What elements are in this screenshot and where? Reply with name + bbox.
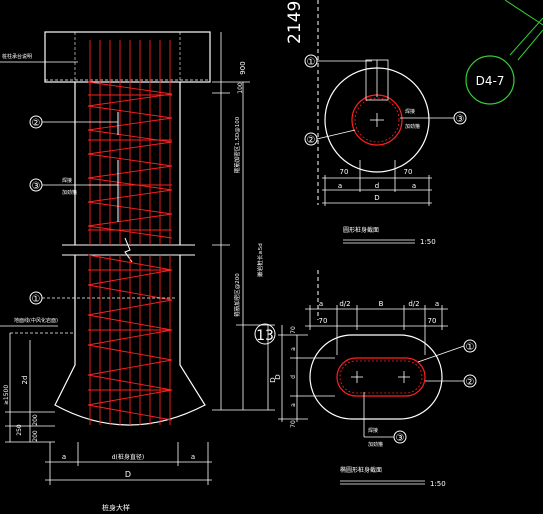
- green-line-2: [509, 17, 543, 56]
- oval-dim-70-right: 70: [428, 317, 437, 325]
- round-dim-70-right: 70: [404, 168, 413, 176]
- oval-left-d: d: [290, 375, 297, 379]
- round-dim-d: d: [375, 182, 379, 190]
- oval-section-outer: [309, 334, 443, 420]
- ground-note: 地面线(中风化岩面): [14, 317, 58, 324]
- round-callout-2-leader: [316, 129, 356, 140]
- round-dim-a-right: a: [412, 182, 416, 190]
- dim-pile-length: 嵌岩桩长≥5d: [256, 243, 264, 277]
- spiral-stirrup-lower: [87, 254, 173, 421]
- left-dim-main: ≥1500: [3, 385, 10, 405]
- oval-left-70: 70: [290, 326, 297, 334]
- round-title: 圆形桩身截面: [343, 226, 379, 234]
- label-3: ③: [32, 181, 41, 192]
- detail-tag-circle: [465, 55, 515, 105]
- bottom-D: D: [125, 470, 131, 479]
- oval-left-70b: 70: [290, 420, 297, 428]
- dim-100: 100: [237, 82, 244, 94]
- bottom-d: d(桩身直径): [112, 453, 145, 461]
- bottom-a-left: a: [62, 453, 66, 461]
- oval-callout-3: ③: [396, 433, 405, 444]
- oval-top-B: B: [379, 300, 384, 308]
- label-1: ①: [32, 294, 41, 305]
- axis-bubble: [254, 323, 276, 345]
- round-dim-a-left: a: [338, 182, 342, 190]
- left-dim-200: 200: [32, 414, 39, 426]
- spiral-stirrup-upper: [87, 81, 173, 239]
- oval-callout-1: ①: [466, 342, 475, 353]
- label-2: ②: [32, 118, 41, 129]
- break-symbol: [124, 237, 133, 263]
- round-dim-D: D: [374, 194, 379, 202]
- oval-callout-1-leader: [417, 345, 465, 363]
- green-line-1: [504, 0, 543, 26]
- oval-section-rebar: [339, 360, 423, 394]
- oval-left-a: a: [290, 347, 297, 351]
- green-line-3: [517, 29, 543, 61]
- round-callout-1: ①: [307, 57, 316, 68]
- oval-left-D: D: [274, 374, 282, 379]
- round-section-rebar: [354, 97, 400, 143]
- round-scale: 1:50: [420, 238, 436, 246]
- pile-shaft-lower-bell: [54, 255, 206, 426]
- round-note-a: 焊接: [405, 108, 415, 115]
- label-3-note-b: 加劲箍: [62, 189, 77, 196]
- sheet-number: 21491: [285, 0, 305, 44]
- oval-note-b: 加劲箍: [368, 441, 383, 448]
- dim-900: 900: [239, 61, 247, 74]
- oval-top-d2-right: d/2: [408, 300, 419, 308]
- dim-stirrup-bottom: 箍筋加密区@200: [233, 273, 241, 317]
- oval-scale: 1:50: [430, 480, 446, 488]
- round-note-b: 加劲箍: [405, 123, 420, 130]
- oval-callout-2: ②: [466, 377, 475, 388]
- dim-stirrup-top: 箍筋加密区1.5D@100: [233, 116, 241, 173]
- left-dim-200b: 200: [32, 430, 39, 442]
- left-dim-250: 250: [16, 424, 23, 436]
- axis-number: 13: [256, 328, 274, 344]
- rebar-group: [87, 40, 173, 425]
- pile-cap: [44, 31, 211, 83]
- oval-title: 椭圆形桩身截面: [340, 466, 382, 474]
- label-3-note-a: 焊接: [62, 177, 72, 184]
- left-dim-2d: 2d: [21, 376, 29, 385]
- round-callout-3: ③: [456, 114, 465, 125]
- elevation-title: 桩身大样: [102, 503, 130, 512]
- cap-note: 桩柱承台说明: [2, 53, 32, 60]
- oval-left-a2: a: [290, 403, 297, 407]
- oval-top-d2-left: d/2: [339, 300, 350, 308]
- pile-shaft-upper: [74, 82, 181, 245]
- bottom-a-right: a: [191, 453, 195, 461]
- round-callout-2: ②: [307, 135, 316, 146]
- oval-section-stirrup: [336, 357, 426, 397]
- detail-tag: D4-7: [476, 74, 505, 88]
- oval-dim-70-left: 70: [319, 317, 328, 325]
- dim-D-vertical: D: [269, 377, 277, 382]
- oval-top-a: a: [319, 300, 323, 308]
- oval-top-a-right: a: [435, 300, 439, 308]
- round-dim-70-left: 70: [340, 168, 349, 176]
- oval-note-a: 焊接: [368, 427, 378, 434]
